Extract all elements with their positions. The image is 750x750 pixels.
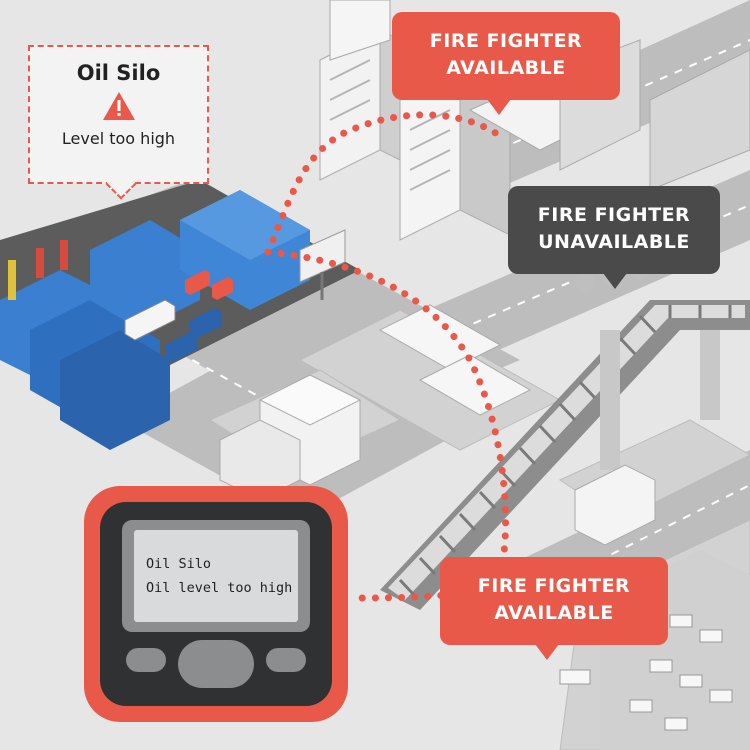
skyscraper-windows (329, 59, 451, 191)
bubble-title: FIRE FIGHTER (477, 575, 631, 597)
pager-right-button[interactable] (266, 648, 306, 672)
pager-device: Oil Silo Oil level too high (84, 486, 348, 722)
trucks (124, 270, 233, 362)
bubble-pointer (603, 273, 627, 289)
pager-screen: Oil Silo Oil level too high (134, 530, 298, 622)
bubble-status: UNAVAILABLE (538, 231, 690, 253)
pager-center-button[interactable] (178, 640, 254, 688)
firefighter-available-bubble-top: FIRE FIGHTER AVAILABLE (392, 12, 620, 115)
billboard (299, 229, 346, 300)
silo-message: Level too high (61, 129, 176, 148)
pager-screen-frame: Oil Silo Oil level too high (122, 520, 310, 632)
factory-complex (0, 180, 360, 450)
pager-left-button[interactable] (126, 648, 166, 672)
pager-message-line-1: Oil Silo (146, 556, 212, 572)
bubble-status: AVAILABLE (494, 602, 614, 624)
firefighter-unavailable-bubble: FIRE FIGHTER UNAVAILABLE (508, 186, 720, 289)
silo-title: Oil Silo (76, 61, 161, 85)
skyscrapers (319, 0, 750, 241)
warning-triangle-icon (102, 92, 135, 120)
bubble-pointer (487, 99, 511, 115)
bubble-title: FIRE FIGHTER (537, 204, 691, 226)
bubble-title: FIRE FIGHTER (429, 30, 583, 52)
pager-body: Oil Silo Oil level too high (100, 502, 332, 706)
office-buildings (219, 304, 532, 501)
pager-message-line-2: Oil level too high (146, 580, 293, 596)
firefighter-available-bubble-bottom: FIRE FIGHTER AVAILABLE (440, 557, 668, 660)
bubble-pointer (535, 644, 559, 660)
bubble-status: AVAILABLE (446, 57, 566, 79)
oil-silo-alert-callout: Oil Silo Level too high (28, 45, 209, 200)
railway (380, 300, 750, 610)
